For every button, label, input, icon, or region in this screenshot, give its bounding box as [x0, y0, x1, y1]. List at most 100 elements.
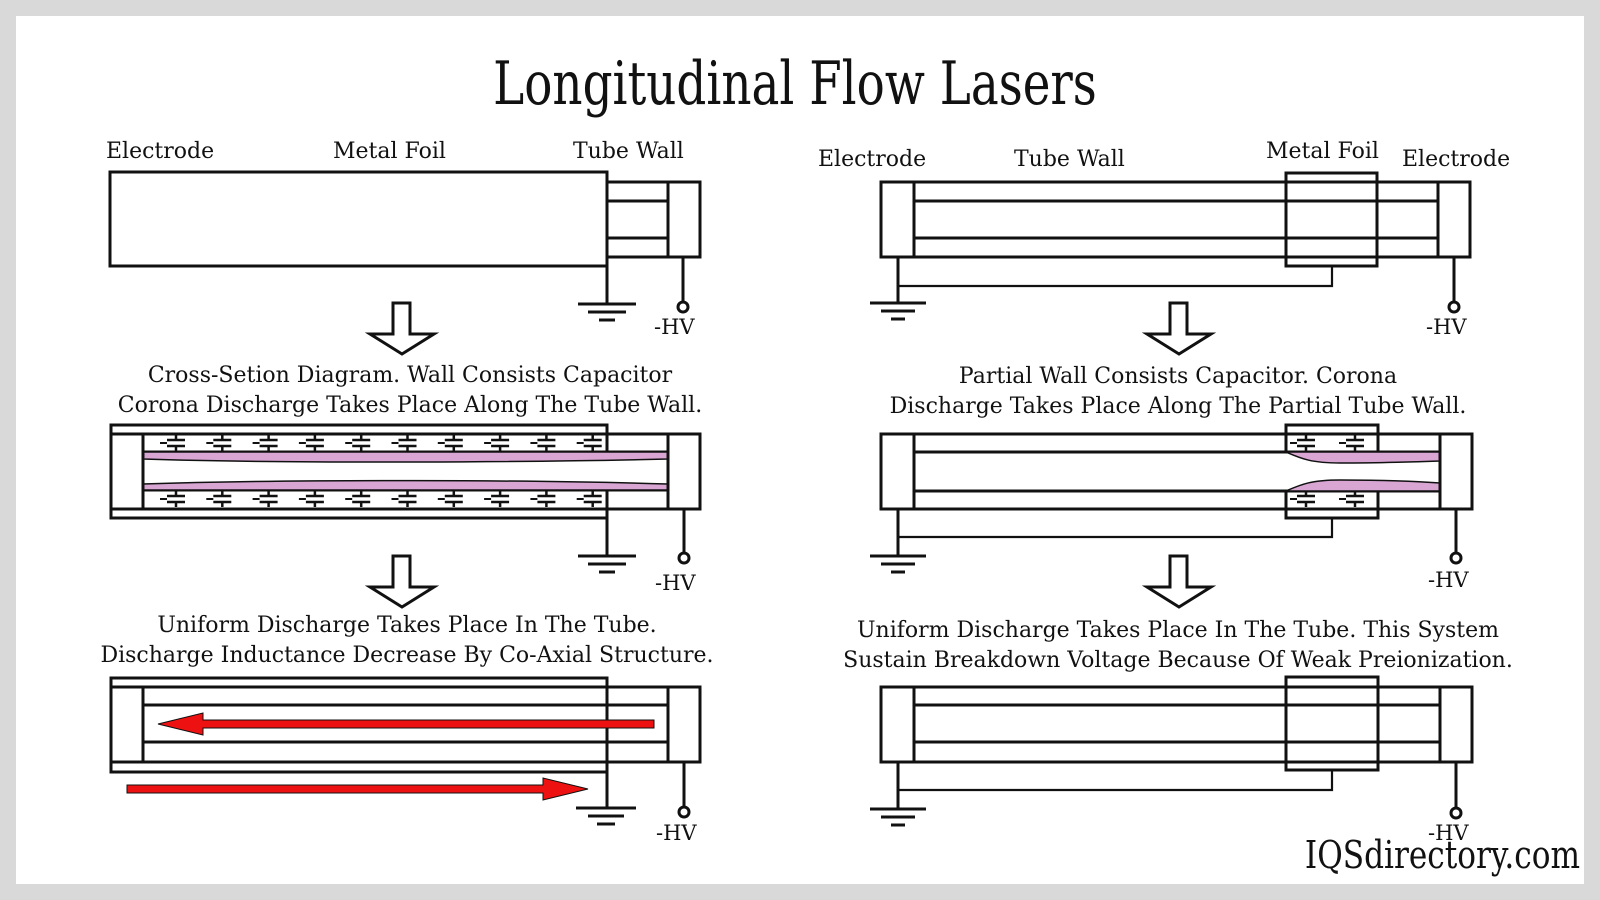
left-diagram-3: -HV [109, 676, 702, 845]
capacitor-icon [297, 489, 326, 509]
label-electrode: Electrode [106, 139, 214, 164]
label-tube-wall: Tube Wall [573, 139, 684, 164]
ground-icon [578, 302, 636, 322]
capacitor-icon [482, 489, 511, 509]
hv-label: -HV [654, 315, 695, 339]
tube-wall-top [912, 180, 1440, 203]
down-arrow-icon [364, 301, 440, 356]
ground-icon [576, 806, 636, 826]
capacitor-row-bottom [1288, 489, 1366, 509]
capacitor-icon [158, 433, 187, 453]
capacitor-icon [158, 489, 187, 509]
left-diagram-1: -HV [108, 170, 702, 339]
down-arrow-icon [364, 554, 440, 609]
capacitor-icon [1288, 489, 1317, 509]
capacitor-icon [251, 433, 279, 453]
electrode-right [666, 685, 702, 764]
hv-terminal-icon [1449, 551, 1463, 565]
tube-wall-bottom [912, 489, 1442, 511]
capacitor-icon [297, 433, 326, 453]
hv-label: -HV [1426, 315, 1467, 339]
label-tube-wall: Tube Wall [1014, 147, 1125, 172]
caption-left-2-line-1: Uniform Discharge Takes Place In The Tub… [157, 613, 656, 638]
left-diagram-2: -HV [109, 423, 702, 595]
capacitor-row-top [1288, 433, 1366, 453]
label-electrode-right: Electrode [1402, 147, 1510, 172]
metal-foil [108, 170, 609, 268]
electrode-right [666, 432, 702, 511]
label-metal-foil: Metal Foil [333, 139, 446, 164]
ground-icon [870, 807, 926, 827]
hv-terminal-icon [1447, 300, 1461, 314]
tube-wall-bottom [912, 740, 1442, 764]
right-diagram-1: -HV [870, 171, 1472, 339]
capacitor-icon [436, 433, 465, 453]
tube-wall-top [912, 685, 1442, 707]
hv-label: -HV [655, 571, 696, 595]
capacitor-icon [1337, 433, 1366, 453]
tube-wall-bottom [141, 740, 670, 764]
electrode [666, 180, 702, 259]
tube-wall-bottom [605, 236, 670, 259]
electrode-left [109, 432, 145, 511]
capacitor-icon [251, 489, 279, 509]
right-diagram-2: -HV [870, 423, 1474, 592]
down-arrow-icon [1141, 301, 1217, 356]
hv-terminal-icon [1449, 806, 1463, 820]
return-current-arrow-right-icon [126, 777, 589, 801]
hv-terminal-icon [677, 805, 691, 819]
right-diagram-3: -HV [870, 675, 1474, 845]
down-arrow-icon [1141, 554, 1217, 609]
capacitor-icon [343, 489, 372, 509]
metal-foil [1284, 171, 1379, 268]
capacitor-icon [390, 433, 418, 453]
ground-icon [578, 554, 636, 574]
label-metal-foil: Metal Foil [1266, 139, 1379, 164]
capacitor-icon [529, 433, 557, 453]
ground-icon [870, 554, 926, 574]
page-title: Longitudinal Flow Lasers [493, 48, 1097, 118]
capacitor-icon [205, 489, 233, 509]
capacitor-icon [1337, 489, 1366, 509]
hv-terminal-icon [676, 300, 690, 314]
hv-label: -HV [1428, 821, 1469, 845]
capacitor-icon [390, 489, 418, 509]
discharge-region [912, 703, 1442, 744]
caption-left-1-line-1: Cross-Setion Diagram. Wall Consists Capa… [148, 363, 673, 388]
tube-wall-top [605, 180, 670, 203]
figure-panel [16, 16, 1584, 884]
ground-icon [870, 301, 926, 321]
capacitor-icon [436, 489, 465, 509]
capacitor-icon [343, 433, 372, 453]
capacitor-icon [205, 433, 233, 453]
capacitor-icon [575, 489, 603, 509]
caption-right-1-line-2: Discharge Takes Place Along The Partial … [890, 394, 1467, 419]
electrode-right [1438, 685, 1474, 764]
electrode-left [879, 685, 916, 764]
label-electrode-left: Electrode [818, 147, 926, 172]
metal-foil [1284, 675, 1380, 772]
caption-right-2-line-2: Sustain Breakdown Voltage Because Of Wea… [843, 648, 1513, 673]
corona-glow-bottom [142, 479, 669, 491]
current-arrow-left-icon [157, 712, 655, 736]
capacitor-icon [529, 489, 557, 509]
hv-label: -HV [1428, 568, 1469, 592]
caption-left-2-line-2: Discharge Inductance Decrease By Co-Axia… [100, 643, 713, 668]
watermark-brand: IQSdirectory.com [1305, 834, 1580, 878]
corona-glow-top [142, 451, 669, 463]
hv-terminal-icon [677, 551, 691, 565]
tube-wall-top [141, 685, 670, 707]
capacitor-icon [1288, 433, 1317, 453]
capacitor-icon [482, 433, 511, 453]
caption-right-1-line-1: Partial Wall Consists Capacitor. Corona [959, 364, 1397, 389]
caption-left-1-line-2: Corona Discharge Takes Place Along The T… [118, 393, 702, 418]
capacitor-icon [575, 433, 603, 453]
electrode-right [1436, 180, 1472, 259]
hv-label: -HV [656, 821, 697, 845]
caption-right-2-line-1: Uniform Discharge Takes Place In The Tub… [857, 618, 1499, 643]
tube-wall-top [912, 432, 1442, 454]
corona-glow-top [1285, 451, 1441, 464]
electrode-right [1438, 432, 1474, 511]
electrode-left [109, 685, 145, 764]
